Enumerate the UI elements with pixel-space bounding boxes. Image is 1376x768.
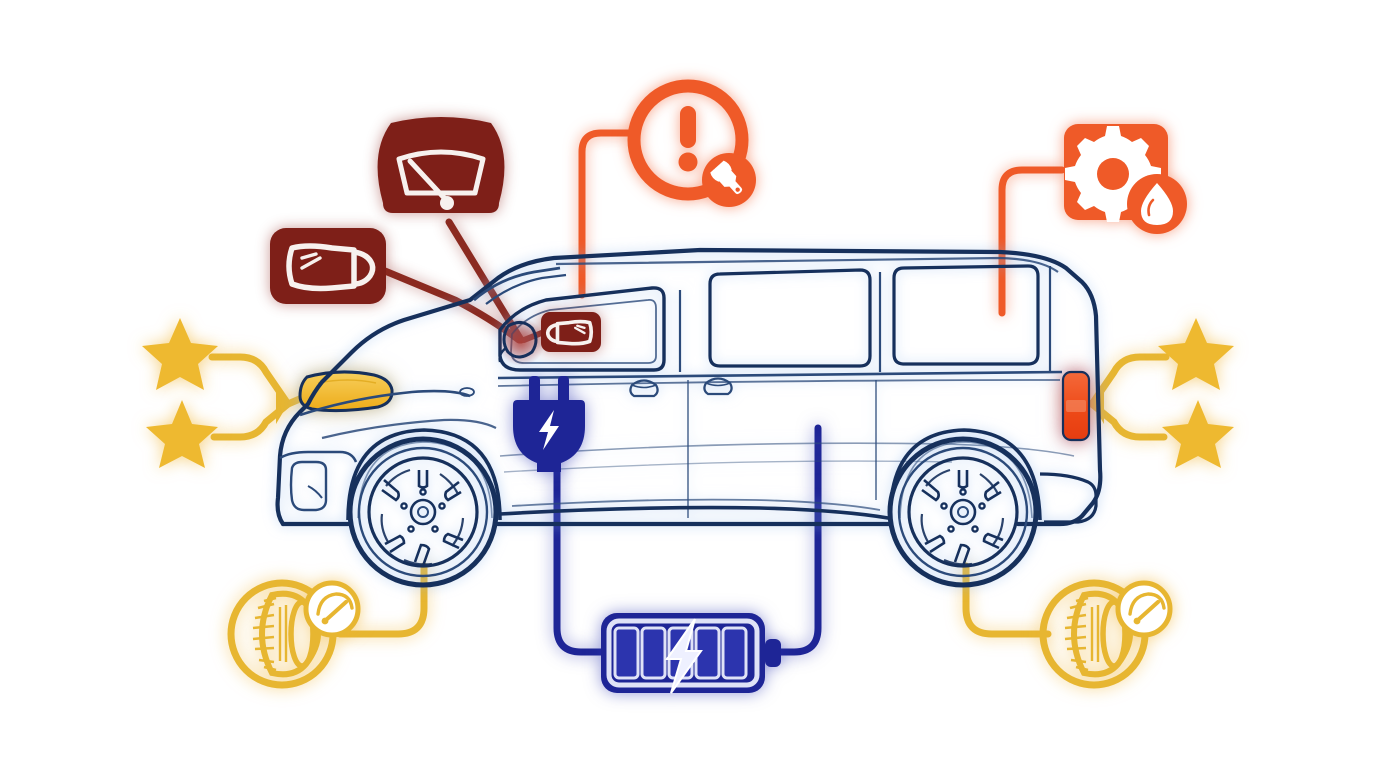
windshield-inner xyxy=(485,273,567,305)
van-body-outline xyxy=(275,247,1103,527)
connector-service-warning xyxy=(578,129,636,299)
mirror-glyph-small-icon xyxy=(545,319,594,346)
windshield xyxy=(473,266,561,302)
star-rear-lower-icon[interactable] xyxy=(1162,400,1234,468)
side-mirror xyxy=(497,318,545,366)
engine-oil-service-icon[interactable] xyxy=(1064,124,1187,234)
side-skirt xyxy=(498,505,890,520)
connector-body-to-battery xyxy=(762,424,822,656)
mirror-glyph-icon xyxy=(286,243,376,292)
connector-engine-oil xyxy=(998,166,1066,317)
belt-line xyxy=(497,370,1063,380)
rear-wheel xyxy=(887,436,1039,588)
pressure-gauge-icon xyxy=(1115,580,1173,638)
ev-battery-icon[interactable] xyxy=(601,613,781,694)
tire-pressure-front-icon[interactable] xyxy=(227,579,361,689)
windshield-outline-icon xyxy=(396,149,486,210)
battery-cells xyxy=(613,626,748,680)
body-swage-line-2 xyxy=(503,460,953,473)
roof-inner-line xyxy=(555,256,1059,273)
side-skirt-inner xyxy=(511,498,881,511)
hood-line xyxy=(299,389,471,417)
rear-quarter-window xyxy=(892,264,1040,366)
star-rear-upper-icon[interactable] xyxy=(1158,318,1234,390)
pressure-gauge-icon xyxy=(303,580,361,638)
charge-port-flap xyxy=(459,387,475,397)
star-front-lower-icon[interactable] xyxy=(146,400,218,468)
hood-crease xyxy=(321,418,497,440)
connector-front-tire xyxy=(336,562,428,638)
belt-line-2 xyxy=(497,379,1061,387)
connector-rear-tire xyxy=(962,562,1052,638)
front-air-intake xyxy=(289,460,328,512)
tire-tread-icon xyxy=(252,590,322,678)
front-bumper xyxy=(279,450,358,463)
front-door-window xyxy=(498,286,666,372)
front-wheel-arch-inner xyxy=(357,441,493,519)
door-handle-front xyxy=(629,379,659,398)
electric-van-illustration xyxy=(275,247,1103,588)
front-wheel xyxy=(347,436,499,588)
sliding-door-window xyxy=(708,268,872,368)
tire-pressure-rear-icon[interactable] xyxy=(1039,579,1173,689)
door-handle-rear xyxy=(703,377,733,396)
bolt-icon xyxy=(665,618,703,694)
oil-drop-icon xyxy=(1141,183,1173,225)
taillight xyxy=(1061,370,1091,442)
side-mirror-badge-icon[interactable] xyxy=(541,312,601,352)
wrench-icon xyxy=(710,160,743,195)
rear-bumper xyxy=(1039,472,1098,524)
connector-plug-to-battery xyxy=(553,461,606,656)
star-front-upper-icon[interactable] xyxy=(142,318,218,390)
side-mirror-icon[interactable] xyxy=(270,228,386,304)
charging-plug-icon[interactable] xyxy=(513,376,585,472)
rear-wheel-arch xyxy=(888,428,1042,521)
body-swage-line xyxy=(499,442,1075,457)
windshield-wiper-icon[interactable] xyxy=(377,117,505,213)
service-warning-icon[interactable] xyxy=(627,79,756,207)
front-wheel-arch xyxy=(346,428,502,521)
